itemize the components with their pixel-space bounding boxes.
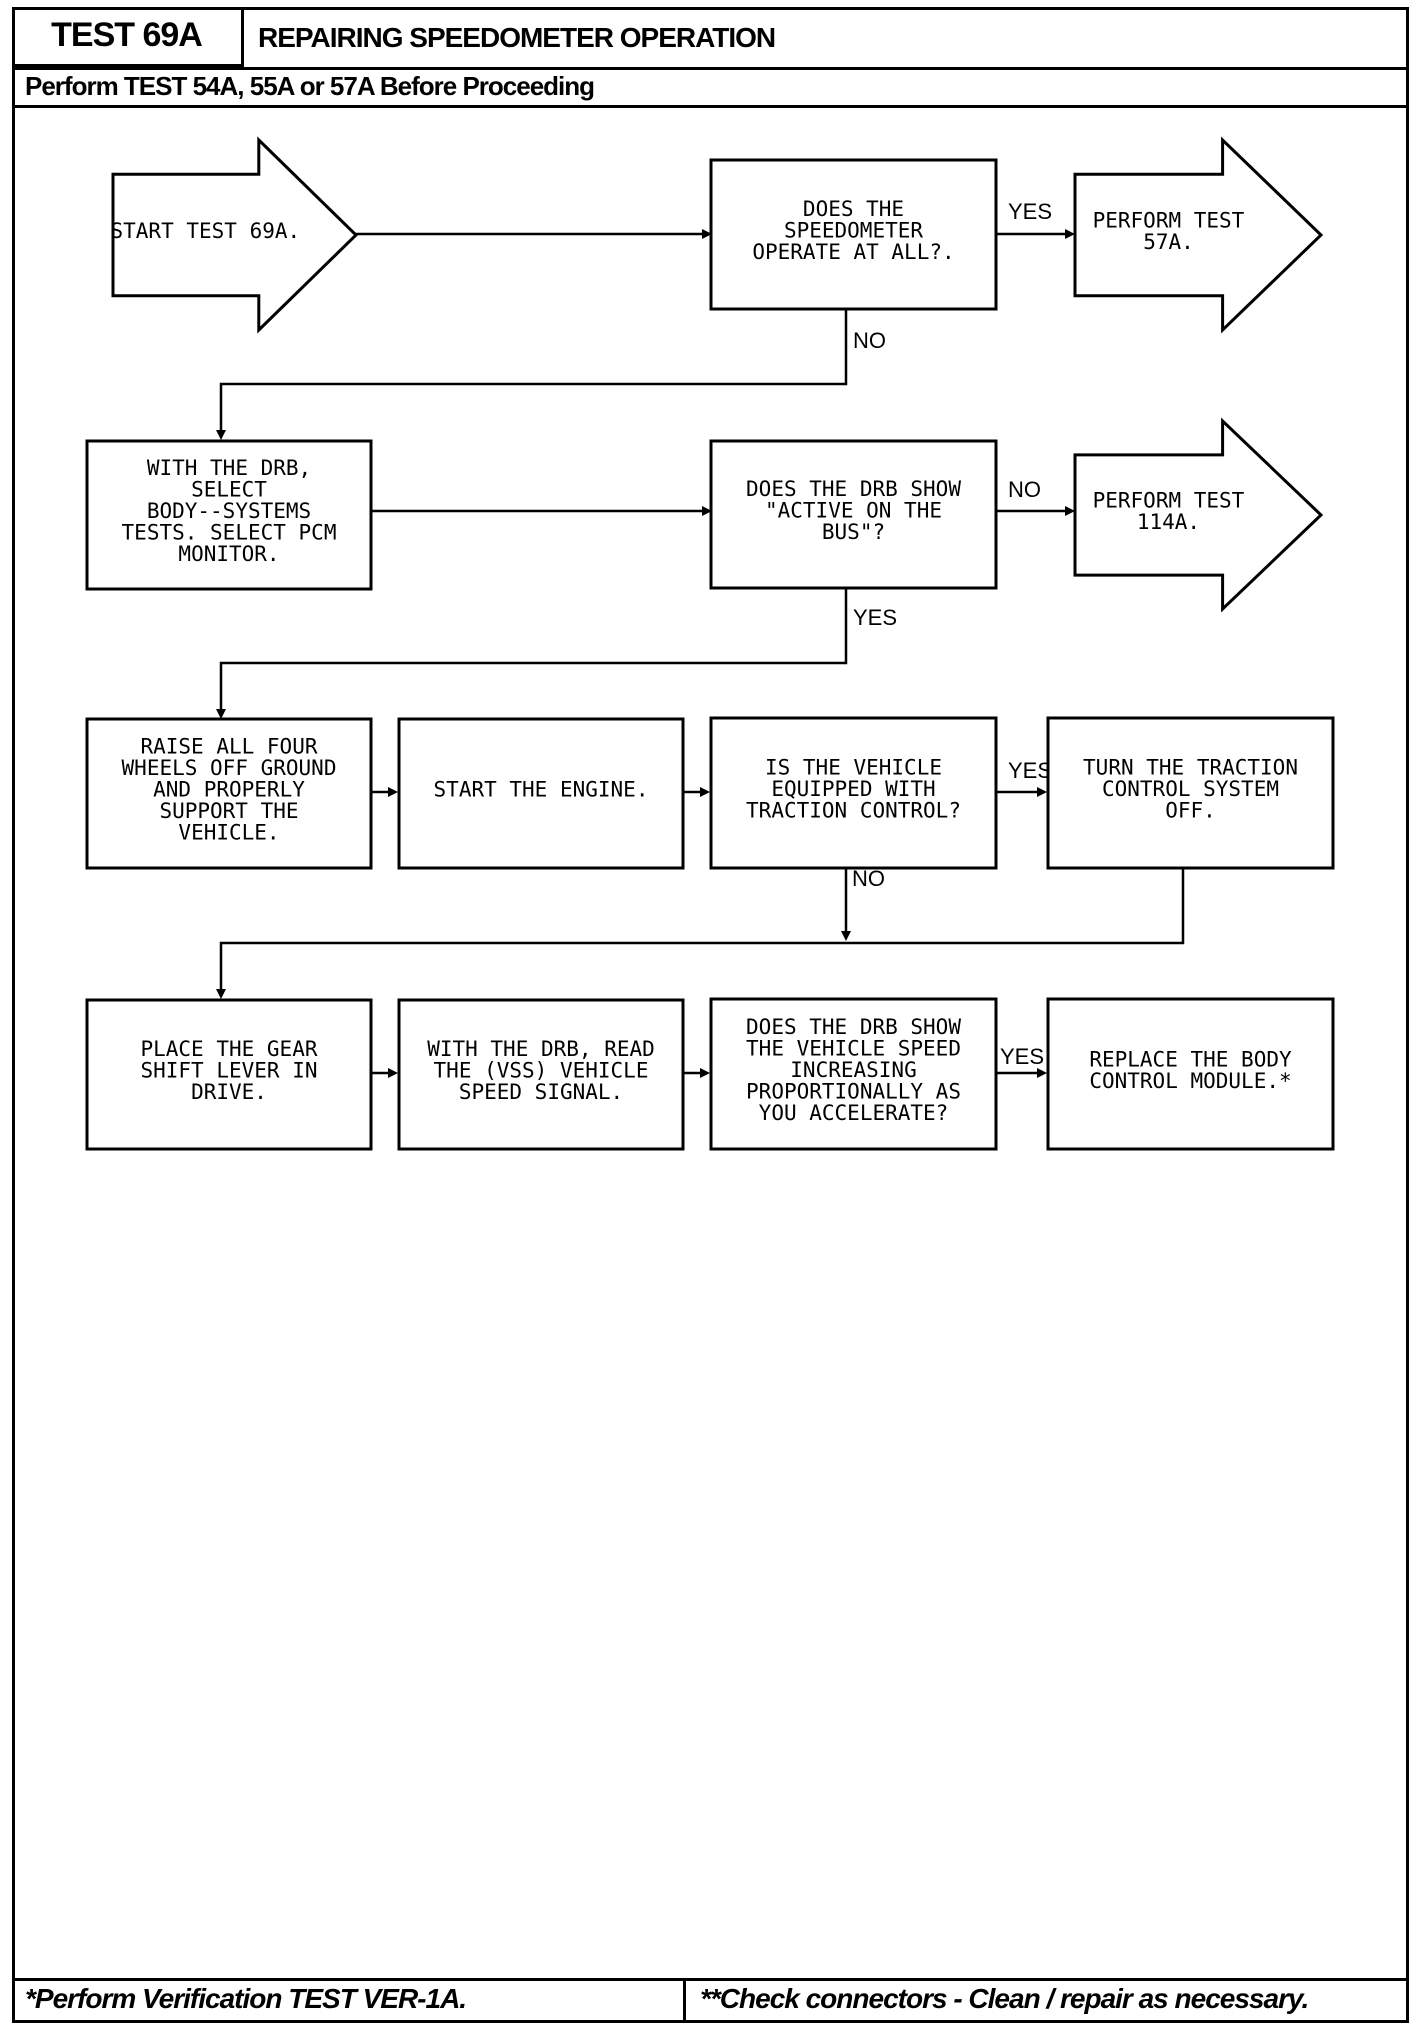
arrowhead [702, 506, 712, 516]
arrowhead [1065, 229, 1075, 239]
traction-question-box-text-line: IS THE VEHICLE [765, 756, 942, 780]
traction-question-box-text-line: TRACTION CONTROL? [746, 799, 961, 823]
speed-increase-question-box-text-line: DOES THE DRB SHOW [746, 1015, 961, 1039]
arrowhead [700, 787, 710, 797]
connectors [216, 229, 1185, 1078]
label-yes-speed: YES [1000, 1044, 1044, 1069]
turn-off-traction-box [1046, 716, 1335, 870]
perform-57a-node-text-line: 57A. [1143, 230, 1194, 254]
raise-wheels-box-text-line: WHEELS OFF GROUND [122, 756, 337, 780]
label-no-traction: NO [852, 866, 885, 891]
label-yes-operate: YES [1008, 199, 1052, 224]
arrowhead [1065, 506, 1075, 516]
arrowhead [1037, 787, 1047, 797]
read-vss-box-text-line: THE (VSS) VEHICLE [434, 1059, 649, 1083]
turn-off-traction-box-text-line: TURN THE TRACTION [1083, 756, 1298, 780]
traction-question-box [709, 716, 998, 870]
arrowhead [216, 709, 226, 719]
start-test-node-text-line: START TEST 69A. [111, 219, 301, 243]
raise-wheels-box-text-line: VEHICLE. [178, 821, 279, 845]
arrowhead [841, 931, 851, 941]
arrowhead [388, 787, 398, 797]
connector-q2-yes [219, 588, 848, 712]
drb-monitor-box-text-line: WITH THE DRB, [147, 456, 311, 480]
place-gear-box-text-line: DRIVE. [191, 1080, 267, 1104]
speedometer-question-box-text-line: DOES THE [803, 197, 904, 221]
perform-114a-node-text-line: PERFORM TEST [1093, 488, 1245, 512]
turn-off-traction-box-text-line: CONTROL SYSTEM [1102, 777, 1279, 801]
place-gear-box-text-line: PLACE THE GEAR [140, 1037, 317, 1061]
speed-increase-question-box-text-line: INCREASING [790, 1058, 916, 1082]
start-test-node [111, 136, 359, 334]
place-gear-box [85, 998, 373, 1151]
label-no-bus: NO [1008, 477, 1041, 502]
footer-column-divider [683, 1978, 686, 2023]
read-vss-box-text-line: WITH THE DRB, READ [427, 1037, 655, 1061]
test-number: TEST 69A [12, 7, 244, 67]
replace-module-box-text-line: CONTROL MODULE.* [1089, 1069, 1291, 1093]
arrowhead [702, 229, 712, 239]
turn-off-traction-box-text-line: OFF. [1165, 799, 1216, 823]
raise-wheels-box-text-line: SUPPORT THE [159, 799, 298, 823]
label-yes-bus: YES [853, 605, 897, 630]
start-engine-box [397, 717, 685, 870]
drb-monitor-box-text-line: SELECT [191, 478, 267, 502]
perform-114a-node-text-line: 114A. [1137, 510, 1200, 534]
speed-increase-question-box-text-line: PROPORTIONALLY AS [746, 1080, 961, 1104]
drb-monitor-box [85, 439, 373, 591]
test-title: REPAIRING SPEEDOMETER OPERATION [258, 22, 776, 53]
drb-monitor-box-text-line: MONITOR. [178, 542, 279, 566]
active-bus-question-box-text-line: BUS"? [822, 520, 885, 544]
arrowhead [216, 989, 226, 999]
raise-wheels-box-text-line: AND PROPERLY [153, 778, 305, 802]
raise-wheels-box-text-line: RAISE ALL FOUR [140, 735, 317, 759]
read-vss-box [397, 998, 685, 1151]
footer-divider [12, 1978, 1409, 1981]
arrowhead [700, 1068, 710, 1078]
drb-monitor-box-text-line: BODY--SYSTEMS [147, 499, 311, 523]
active-bus-question-box [709, 439, 998, 590]
label-yes-traction: YES [1008, 758, 1052, 783]
replace-module-box [1046, 997, 1335, 1151]
connector-traction-merge [219, 868, 1185, 992]
arrowhead [1037, 1068, 1047, 1078]
prerequisite-note: Perform TEST 54A, 55A or 57A Before Proc… [25, 71, 595, 101]
perform-57a-node-text-line: PERFORM TEST [1093, 208, 1245, 232]
speedometer-question-box [709, 158, 998, 311]
drb-monitor-box-text-line: TESTS. SELECT PCM [122, 521, 337, 545]
start-engine-box-text-line: START THE ENGINE. [434, 778, 649, 802]
arrowhead [216, 430, 226, 440]
raise-wheels-box [85, 717, 373, 870]
verification-note: *Perform Verification TEST VER-1A. [25, 1983, 467, 2014]
read-vss-box-text-line: SPEED SIGNAL. [459, 1080, 623, 1104]
active-bus-question-box-text-line: "ACTIVE ON THE [765, 499, 942, 523]
speed-increase-question-box-text-line: THE VEHICLE SPEED [746, 1037, 961, 1061]
connector-q1-no [219, 309, 848, 433]
header-divider-bottom [12, 105, 1409, 108]
header-divider [12, 67, 1409, 70]
speedometer-question-box-text-line: SPEEDOMETER [784, 219, 923, 243]
speed-increase-question-box [709, 997, 998, 1151]
active-bus-question-box-text-line: DOES THE DRB SHOW [746, 477, 961, 501]
traction-question-box-text-line: EQUIPPED WITH [771, 777, 935, 801]
arrowhead [388, 1068, 398, 1078]
perform-114a-node [1073, 417, 1324, 613]
label-no-operate: NO [853, 328, 886, 353]
speed-increase-question-box-text-line: YOU ACCELERATE? [759, 1101, 949, 1125]
page-frame [12, 7, 1409, 2023]
speedometer-question-box-text-line: OPERATE AT ALL?. [752, 240, 954, 264]
connectors-note: **Check connectors - Clean / repair as n… [700, 1983, 1309, 2014]
perform-57a-node [1073, 136, 1324, 334]
replace-module-box-text-line: REPLACE THE BODY [1089, 1047, 1292, 1071]
flowchart-nodes: START TEST 69A. DOES THESPEEDOMETEROPERAT… [85, 136, 1335, 1151]
place-gear-box-text-line: SHIFT LEVER IN [140, 1059, 317, 1083]
